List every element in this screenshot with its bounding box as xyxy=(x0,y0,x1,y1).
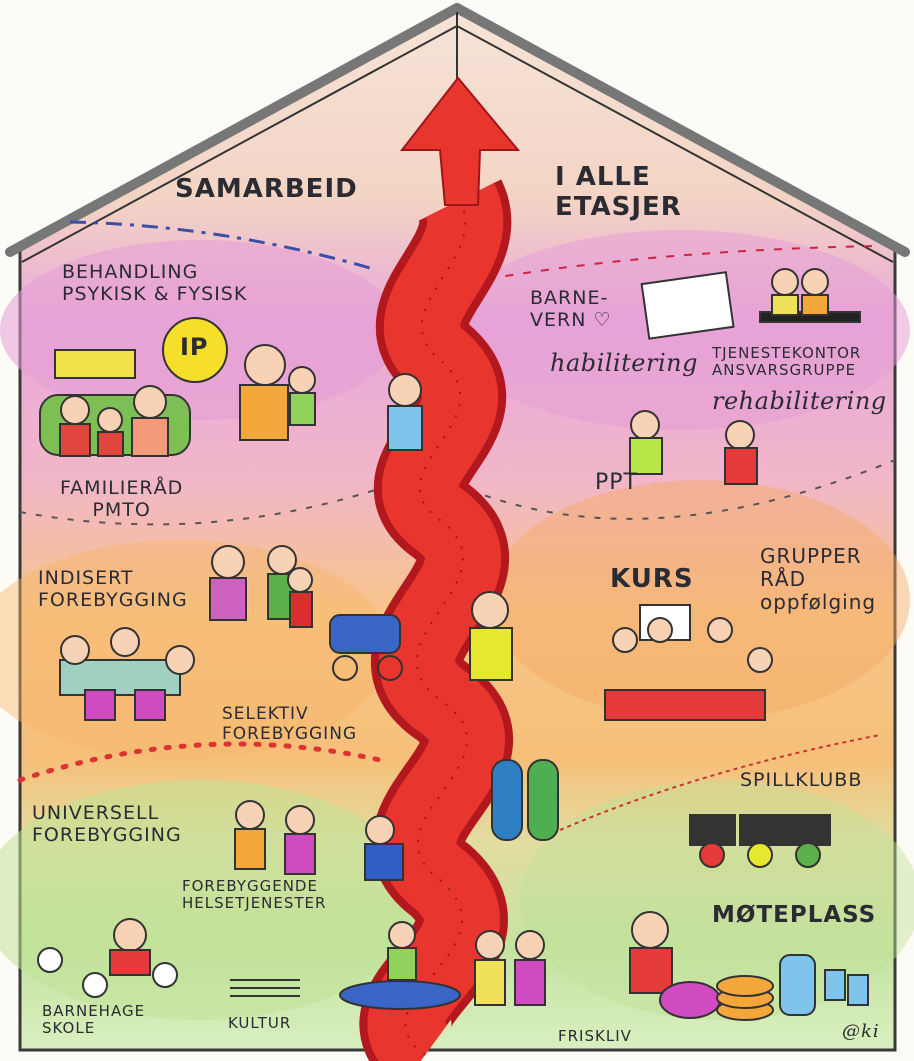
label-indisert: INDISERT FOREBYGGING xyxy=(38,567,188,611)
label-selektiv: SELEKTIV FOREBYGGING xyxy=(222,704,358,744)
roof-right-edge xyxy=(452,3,910,257)
arrow-head xyxy=(399,76,521,206)
label-familierad: FAMILIERÅD PMTO xyxy=(60,477,184,521)
label-tjenestekontor: TJENESTEKONTOR ANSVARSGRUPPE xyxy=(712,344,862,380)
label-barnevern: BARNE- VERN ♡ xyxy=(530,287,612,331)
title-samarbeid: SAMARBEID xyxy=(175,174,358,204)
zigzag-line xyxy=(559,734,881,831)
label-universell: UNIVERSELL FOREBYGGING xyxy=(32,802,182,846)
title-i-alle-etasjer: I ALLE ETASJER xyxy=(555,162,682,222)
label-behandling: BEHANDLING PSYKISK & FYSISK xyxy=(62,261,248,305)
ip-badge: IP xyxy=(180,333,209,361)
red-dotted-line xyxy=(17,741,383,783)
flower-garland xyxy=(19,489,376,526)
label-moteplass: MØTEPLASS xyxy=(712,902,877,928)
star-garland xyxy=(469,459,896,520)
label-barnehage: BARNEHAGE SKOLE xyxy=(42,1002,146,1038)
blue-dashed-line xyxy=(69,220,371,270)
label-forebyggende: FOREBYGGENDE HELSETJENESTER xyxy=(182,877,327,913)
label-grupper: GRUPPER RÅD oppfølging xyxy=(760,544,877,614)
roof-right-inner xyxy=(456,25,894,263)
artist-signature: @ki xyxy=(842,1021,880,1042)
spiral-staircase xyxy=(359,76,521,1061)
roof-left-edge xyxy=(5,3,462,257)
label-spillklubb: SPILLKLUBB xyxy=(740,769,863,791)
label-kultur: KULTUR xyxy=(228,1014,292,1032)
label-kurs: KURS xyxy=(610,564,694,594)
label-habilitering: habilitering xyxy=(550,349,698,377)
figures xyxy=(37,268,869,1021)
label-friskliv: FRISKLIV xyxy=(558,1027,632,1045)
label-rehabilitering: rehabilitering xyxy=(712,387,887,415)
label-ppt: PPT xyxy=(595,470,638,495)
